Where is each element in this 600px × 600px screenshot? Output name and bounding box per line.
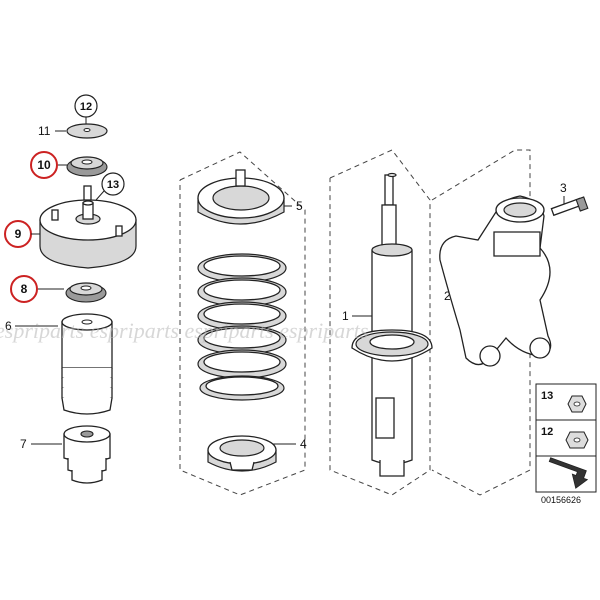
part-10-hole xyxy=(81,159,93,165)
highlight-circle-8 xyxy=(10,275,38,303)
callout-4: 4 xyxy=(300,437,307,451)
nut-flange-icon xyxy=(567,395,587,413)
legend-label-12: 12 xyxy=(541,426,553,438)
callout-13: 13 xyxy=(107,179,119,191)
callout-9: 9 xyxy=(15,227,22,241)
legend-box: 13 12 xyxy=(535,383,597,493)
document-number: 00156626 xyxy=(541,495,581,505)
direction-arrow-icon xyxy=(548,457,589,489)
frame-spring xyxy=(179,151,306,496)
callout-6: 6 xyxy=(5,319,12,333)
coil-spring xyxy=(197,253,287,401)
leader-13 xyxy=(95,190,105,201)
part-3-bolt xyxy=(550,196,589,217)
callout-11: 11 xyxy=(38,124,51,138)
watermark-text: espriparts espriparts espriparts espripa… xyxy=(0,318,368,343)
part-4-lower-spring-pad xyxy=(207,435,277,472)
callout-12: 12 xyxy=(80,101,92,113)
part-6-dust-boot xyxy=(61,313,113,415)
part-9-top-mount xyxy=(39,185,137,269)
part-2-steering-knuckle xyxy=(439,195,552,367)
callout-5: 5 xyxy=(296,199,303,213)
part-5-upper-spring-pad xyxy=(197,169,285,225)
nut-hex-icon xyxy=(565,431,589,449)
frame-strut xyxy=(329,149,431,496)
callout-3: 3 xyxy=(560,181,567,195)
highlight-circle-10 xyxy=(30,151,58,179)
callout-2: 2 xyxy=(444,289,451,303)
legend-label-13: 13 xyxy=(541,390,553,402)
callout-10: 10 xyxy=(37,158,51,172)
part-1-shock-strut xyxy=(351,172,433,477)
part-7-bump-stop xyxy=(63,425,111,484)
part-8-hole xyxy=(80,285,92,291)
callout-8: 8 xyxy=(21,282,28,296)
callout-circle-13 xyxy=(101,172,125,196)
callout-7: 7 xyxy=(20,437,27,451)
washer-hole xyxy=(83,128,91,132)
callout-1: 1 xyxy=(342,309,349,323)
